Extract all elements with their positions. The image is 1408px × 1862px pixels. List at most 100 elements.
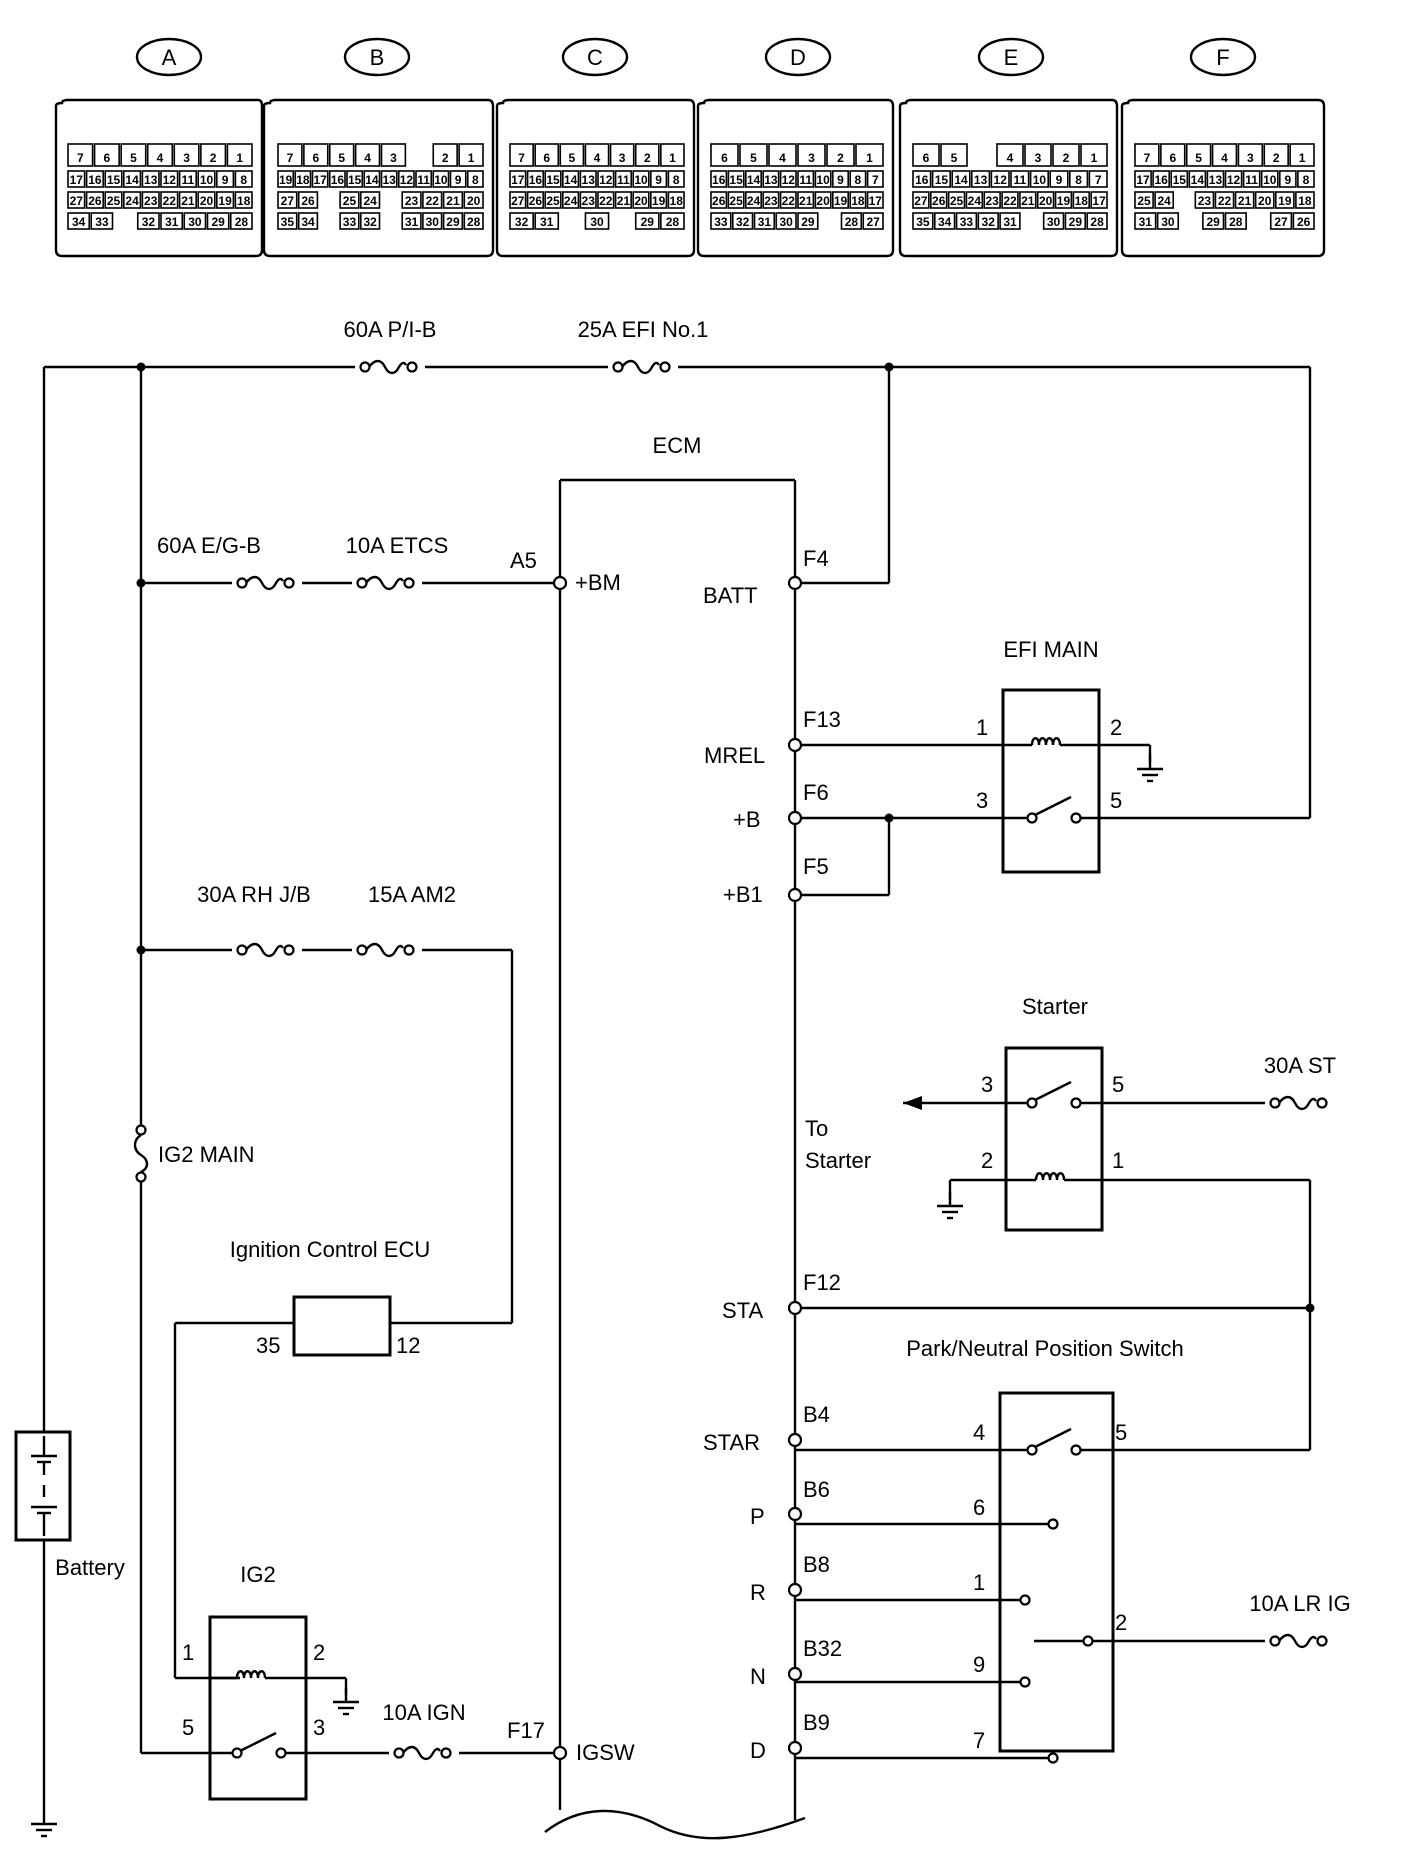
connector-c-pin-label: 12: [599, 173, 613, 187]
connector-b-cell: [297, 191, 319, 209]
connector-d-cell: [762, 191, 780, 209]
connector-e-pin-label: 21: [1021, 194, 1035, 208]
connector-d-pin-label: 32: [736, 215, 750, 229]
connector-b-pin-label: 6: [312, 151, 319, 165]
connector-c-pin-label: 27: [511, 194, 525, 208]
connector-a-pin-label: 25: [107, 194, 121, 208]
connector-a-cell: [146, 143, 174, 167]
connector-e-pin-label: 20: [1039, 194, 1053, 208]
connector-d-cell: [797, 170, 815, 188]
connector-b-cell: [294, 170, 312, 188]
connector-c-pin-label: 23: [582, 194, 596, 208]
connector-e-pin-label: 7: [1095, 173, 1102, 187]
connector-e-cell: [912, 143, 940, 167]
connector-a-cell: [104, 170, 123, 188]
connector-c-pin-label: 30: [590, 215, 604, 229]
connector-e-pin-label: 17: [1092, 194, 1106, 208]
connector-c-cell: [609, 143, 635, 167]
connector-f-pin-label: 21: [1238, 194, 1252, 208]
ecm-pin-f4: F4: [803, 546, 829, 571]
connector-b-cell: [401, 212, 422, 230]
pn-pin-2: 2: [1115, 1610, 1127, 1635]
connector-e-cell: [1019, 191, 1037, 209]
connector-c-cell: [634, 212, 660, 230]
connector-a-cell: [178, 191, 198, 209]
ignition-control-ecu: [173, 1295, 392, 1680]
ecu-pin-12: 12: [396, 1333, 420, 1358]
connector-f-cell: [1297, 170, 1315, 188]
connector-d-pin-label: 11: [799, 173, 812, 187]
connector-d-cell: [710, 212, 732, 230]
fuse-label-etcs: 10A ETCS: [346, 533, 449, 558]
connector-a-cell: [85, 191, 104, 209]
connector-e-cell: [947, 191, 966, 209]
ecm-box: [544, 478, 806, 1840]
connector-b-cell: [359, 212, 381, 230]
connector-c-pin-label: 10: [634, 173, 648, 187]
connector-b-cell: [328, 170, 346, 188]
connector-c-pin-label: 5: [569, 151, 576, 165]
connector-f-cell: [1211, 143, 1238, 167]
connector-a-cell: [197, 170, 216, 188]
connector-c-pin-label: 20: [634, 194, 648, 208]
connector-d-letter: D: [790, 45, 806, 70]
ecu-pin-35: 35: [256, 1333, 280, 1358]
ig2-pin-1: 1: [182, 1640, 194, 1665]
connector-e-cell: [1024, 143, 1052, 167]
connector-d-cell: [768, 143, 797, 167]
connector-c-cell: [561, 170, 580, 188]
connector-b-pin-label: 27: [281, 194, 295, 208]
efi-pin-5: 5: [1110, 788, 1122, 813]
connector-a-pin-label: 21: [181, 194, 195, 208]
connector-a-cell: [197, 191, 216, 209]
connector-a-cell: [85, 170, 104, 188]
connector-e-pin-label: 24: [968, 194, 982, 208]
connector-a-cell: [160, 212, 184, 230]
connector-c-pin-label: 7: [518, 151, 525, 165]
connector-c-cell: [534, 212, 560, 230]
connector-d-cell: [727, 170, 745, 188]
ecm-term-p: P: [750, 1504, 765, 1529]
connector-e-pin-label: 26: [932, 194, 946, 208]
connector-f-pin-label: 31: [1139, 215, 1153, 229]
connector-d-cell: [775, 212, 797, 230]
connector-c-cell: [584, 143, 610, 167]
connector-f-cell: [1263, 143, 1289, 167]
connector-b-pin-label: 23: [405, 194, 419, 208]
connector-e-cell: [1088, 170, 1108, 188]
connector-c-cell: [526, 191, 544, 209]
connector-b-pin-label: 7: [287, 151, 294, 165]
connector-d-pin-label: 22: [782, 194, 796, 208]
connector-a-pin-label: 30: [188, 215, 202, 229]
connector-c-cell: [634, 143, 660, 167]
connector-e-cell: [996, 143, 1024, 167]
connector-b-cell: [303, 143, 329, 167]
connector-f-cell: [1134, 191, 1154, 209]
connector-b-cell: [277, 143, 303, 167]
connector-b-pin-label: 32: [363, 215, 377, 229]
connector-d-cell: [727, 191, 745, 209]
connector-d-pin-label: 13: [764, 173, 778, 187]
connector-a-pin-label: 31: [165, 215, 179, 229]
connector-f-cell: [1234, 191, 1255, 209]
connector-f-pin-label: 14: [1191, 173, 1205, 187]
connector-e-pin-label: 11: [1013, 173, 1026, 187]
starter-relay: [903, 1046, 1335, 1452]
connector-c-cell: [561, 191, 580, 209]
connector-a-pin-label: 5: [130, 151, 137, 165]
connector-b-pin-label: 25: [343, 194, 357, 208]
connector-b-cell: [422, 191, 443, 209]
connector-a-cell: [216, 170, 235, 188]
connector-c-pin-label: 24: [564, 194, 578, 208]
connector-d-cell: [731, 212, 754, 230]
connector-f-pin-label: 19: [1278, 194, 1292, 208]
connector-e-pin-label: 18: [1075, 194, 1089, 208]
ecm-pin-b8: B8: [803, 1552, 830, 1577]
connector-d-pin-label: 20: [816, 194, 830, 208]
connector-f-pin-label: 6: [1169, 151, 1176, 165]
connector-f-pin-label: 27: [1274, 215, 1288, 229]
connector-e-pin-label: 30: [1047, 215, 1061, 229]
connector-d-cell: [849, 170, 867, 188]
connector-a-cell: [120, 143, 147, 167]
